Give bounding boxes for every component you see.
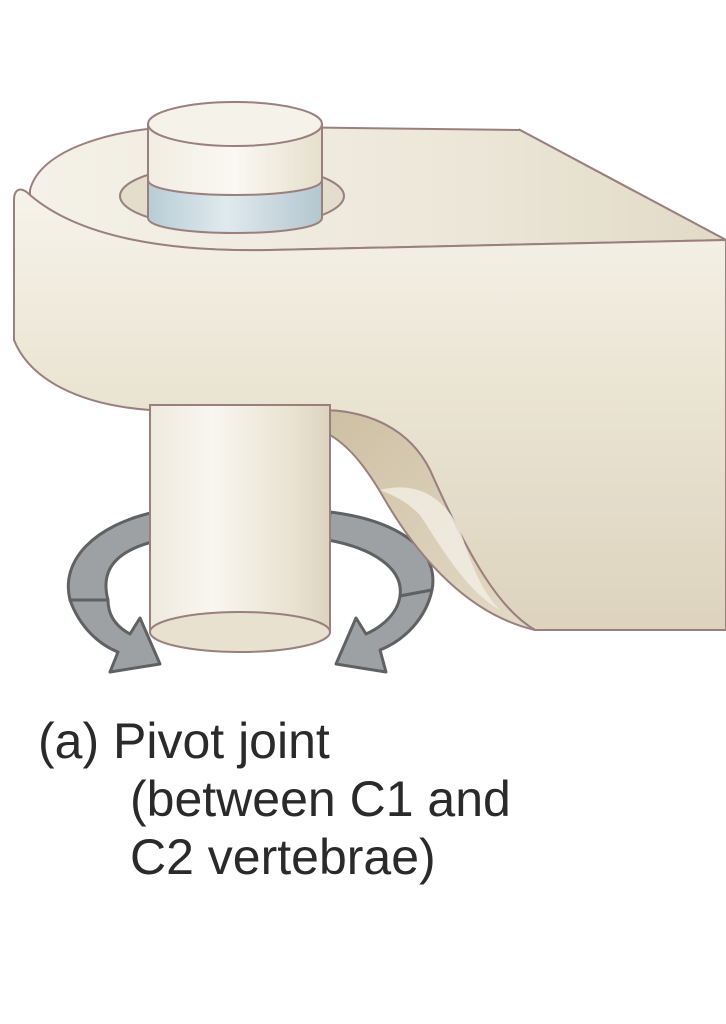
- caption-label: (a): [38, 713, 100, 769]
- bone-arch-highlight: [380, 487, 500, 610]
- caption-line-1: (a) Pivot joint: [38, 712, 698, 770]
- dens-post-base: [149, 611, 331, 653]
- caption-title: Pivot joint: [113, 713, 330, 769]
- pivot-joint-illustration: [13, 101, 726, 674]
- rotation-arrow-front-right: [334, 588, 434, 674]
- dens-post: [149, 404, 331, 647]
- caption-line-3: C2 vertebrae): [130, 829, 436, 885]
- rotation-arrow-back-left: [66, 510, 162, 602]
- rotation-arrow-front-left: [68, 598, 162, 674]
- caption-line-2: (between C1 and: [130, 771, 511, 827]
- peg-top: [147, 101, 323, 147]
- bone-front-face: [13, 188, 726, 631]
- figure-caption: (a) Pivot joint (between C1 and C2 verte…: [38, 712, 698, 886]
